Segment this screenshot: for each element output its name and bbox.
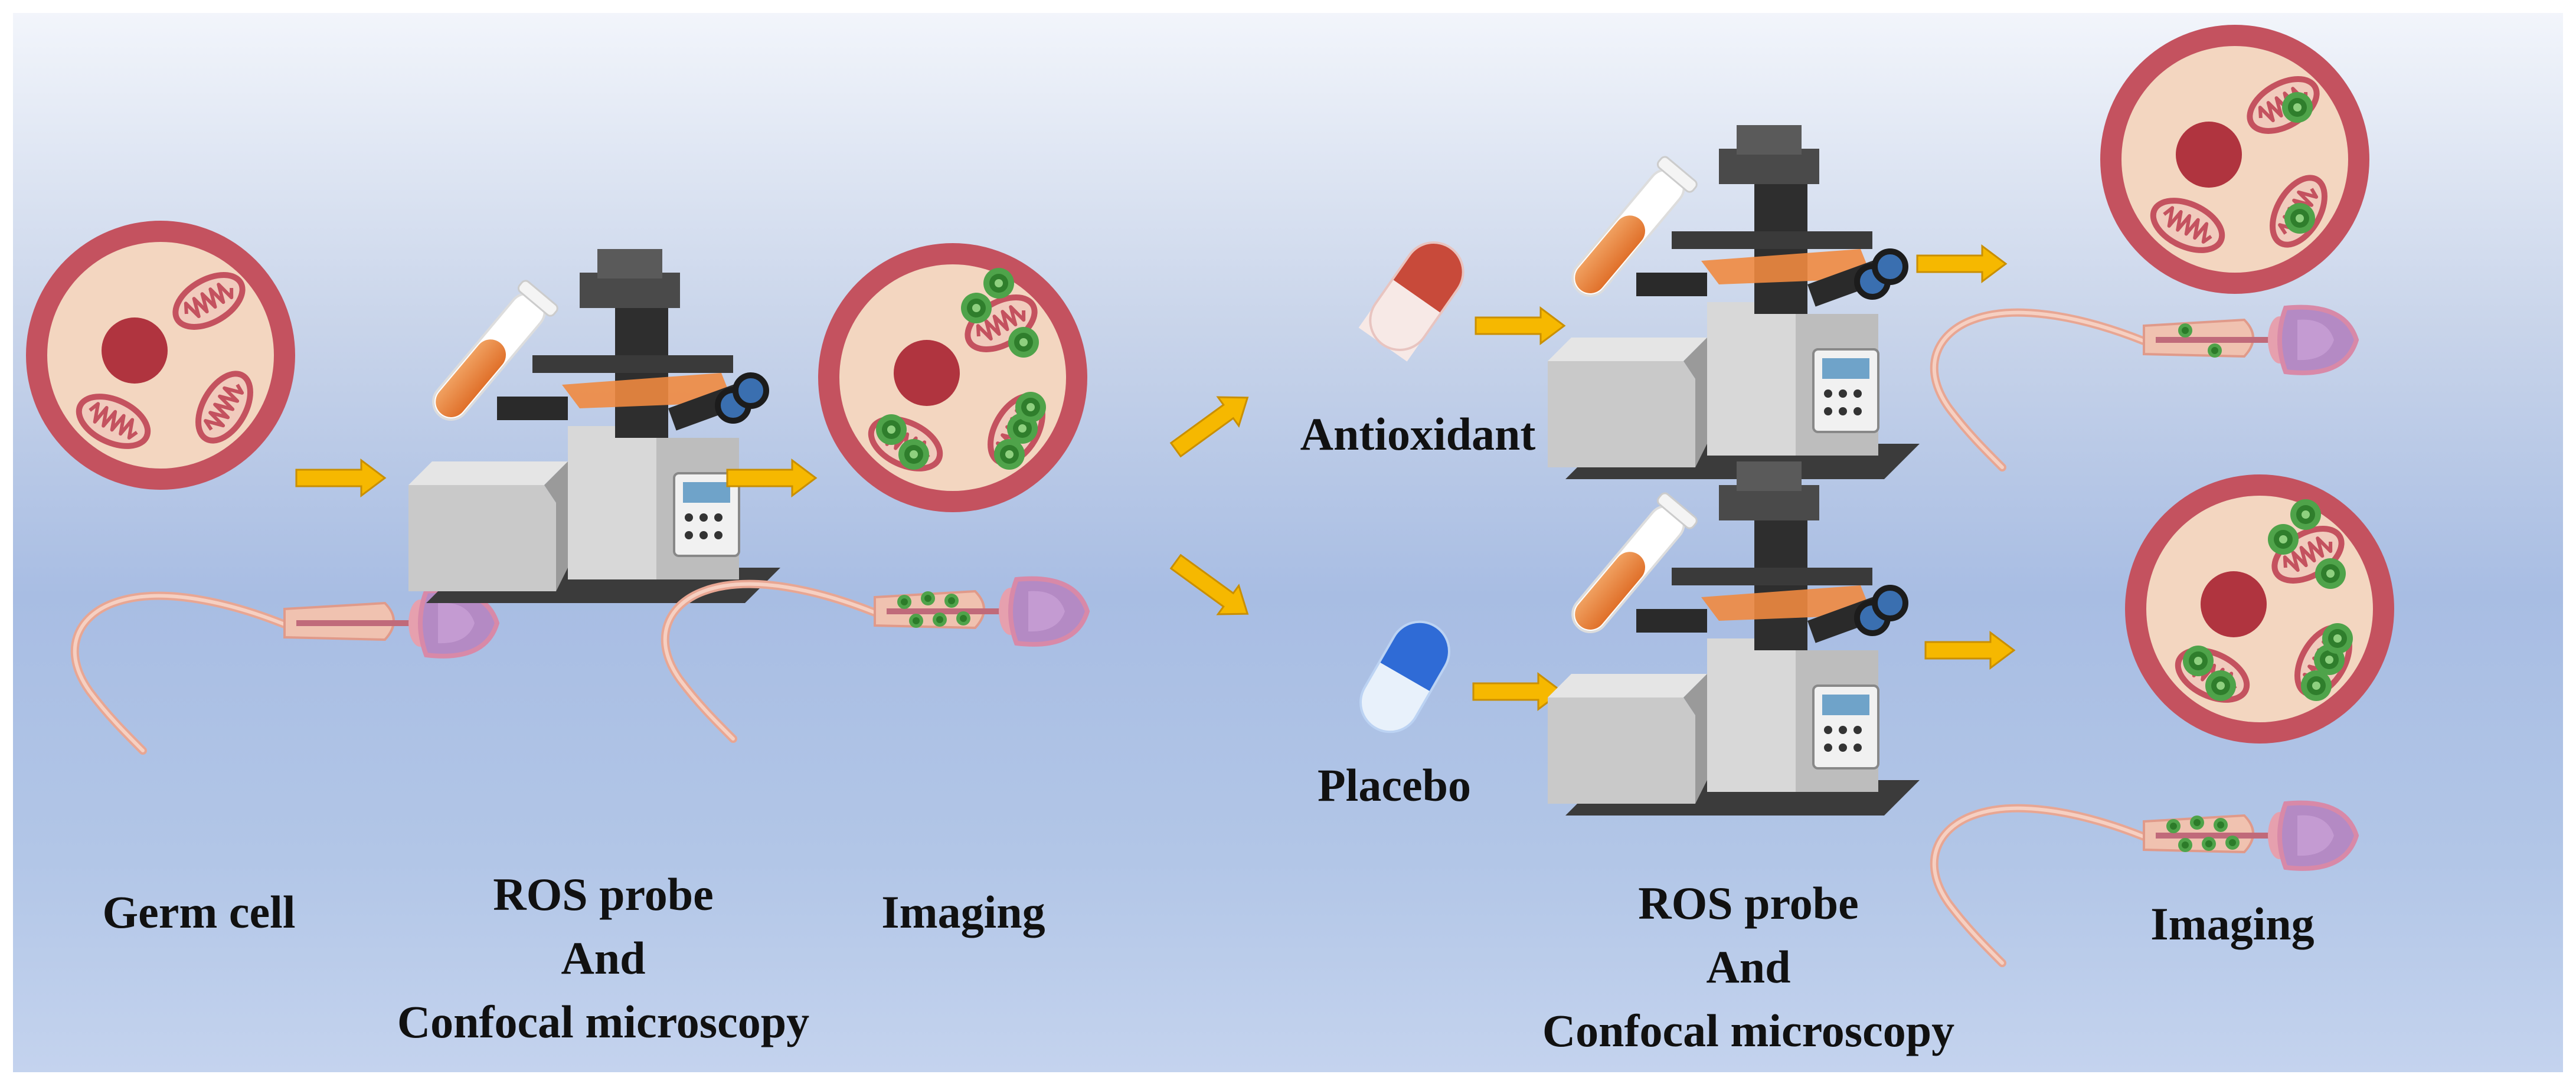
arrow-to-microscope (295, 459, 386, 497)
label-ros-probe-left-line2: And (561, 932, 646, 984)
arrow-to-imaging-antioxidant (1916, 245, 2007, 283)
label-ros-probe-left-line1: ROS probe (493, 869, 714, 920)
germ-cell-ros (818, 243, 1087, 512)
antioxidant-capsule-icon (1358, 241, 1464, 362)
workflow-illustration (26, 25, 2394, 1072)
label-ros-probe-right-line3: Confocal microscopy (1542, 1005, 1955, 1056)
sperm-antioxidant (1934, 307, 2356, 467)
arrow-antioxidant (1475, 307, 1565, 345)
germ-cell-antioxidant (2100, 25, 2369, 294)
microscope-placebo (1548, 461, 1920, 816)
arrow-branch-up (1164, 382, 1259, 465)
arrow-to-imaging-placebo (1924, 631, 2015, 669)
label-ros-probe-right-line1: ROS probe (1638, 877, 1859, 929)
label-antioxidant: Antioxidant (1300, 408, 1536, 460)
arrow-to-imaging-left (726, 459, 817, 497)
germ-cell-plain (26, 221, 295, 490)
label-ros-probe-right: ROS probe And Confocal microscopy (1465, 872, 2032, 1063)
sperm-plain (75, 591, 497, 751)
label-germ-cell: Germ cell (102, 886, 296, 938)
label-ros-probe-left-line3: Confocal microscopy (397, 996, 810, 1047)
placebo-capsule-icon (1359, 620, 1450, 733)
label-ros-probe-right-line2: And (1706, 941, 1791, 993)
microscope-left (408, 249, 780, 603)
germ-cell-placebo (2125, 474, 2394, 744)
diagram-canvas: Germ cell ROS probe And Confocal microsc… (13, 13, 2563, 1072)
label-imaging-right: Imaging (2150, 898, 2315, 949)
arrow-branch-down (1164, 546, 1259, 629)
label-imaging-left: Imaging (881, 886, 1045, 938)
label-placebo: Placebo (1318, 759, 1471, 811)
label-ros-probe-left: ROS probe And Confocal microscopy (320, 863, 887, 1054)
microscope-antioxidant (1548, 125, 1920, 479)
